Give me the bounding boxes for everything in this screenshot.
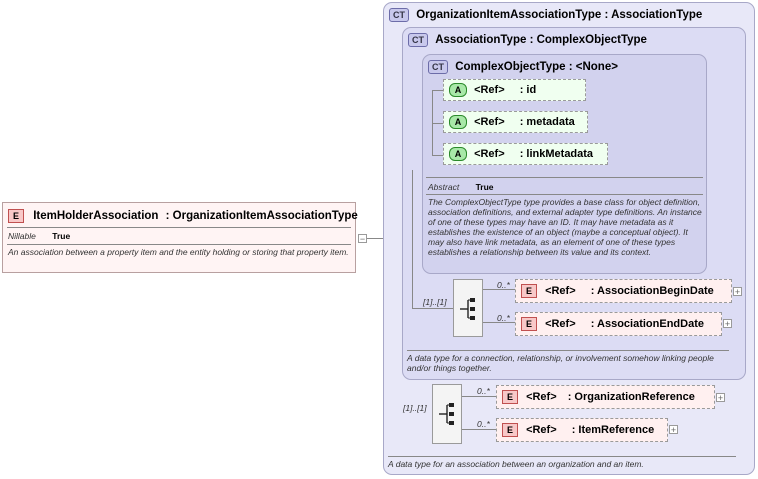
- middle-sequence-multiplicity: [1]..[1]: [423, 297, 447, 307]
- complex-type-badge-icon: CT: [428, 60, 448, 74]
- cardinality-label: 0..*: [477, 419, 490, 429]
- root-element-box[interactable]: E ItemHolderAssociation : OrganizationIt…: [2, 202, 358, 273]
- attribute-ref: <Ref>: [474, 148, 505, 160]
- root-element-description: An association between a property item a…: [8, 247, 349, 257]
- attribute-badge-icon: A: [449, 83, 467, 97]
- attribute-name: : metadata: [519, 116, 575, 128]
- attribute-name: : linkMetadata: [519, 148, 594, 160]
- outer-sequence-compositor-icon[interactable]: [432, 384, 462, 444]
- element-ref: <Ref>: [526, 391, 557, 403]
- collapse-toggle[interactable]: −: [358, 234, 367, 244]
- attribute-id[interactable]: A <Ref> : id: [443, 79, 586, 101]
- element-association-end-date[interactable]: E <Ref> : AssociationEndDate: [515, 312, 722, 336]
- abstract-value: True: [475, 182, 494, 192]
- outer-type-title: OrganizationItemAssociationType : Associ…: [416, 9, 703, 21]
- abstract-label: Abstract: [428, 182, 460, 192]
- middle-type-title: AssociationType : ComplexObjectType: [435, 34, 647, 46]
- outer-sequence-multiplicity: [1]..[1]: [403, 403, 427, 413]
- nillable-label: Nillable: [8, 231, 36, 241]
- element-association-begin-date[interactable]: E <Ref> : AssociationBeginDate: [515, 279, 732, 303]
- expand-organization-reference[interactable]: +: [716, 393, 725, 403]
- expand-item-reference[interactable]: +: [669, 425, 678, 435]
- element-name: : AssociationBeginDate: [590, 285, 714, 297]
- root-element-type: : OrganizationItemAssociationType: [165, 210, 358, 222]
- outer-type-description: A data type for an association between a…: [388, 459, 644, 469]
- cardinality-label: 0..*: [497, 280, 510, 290]
- complex-type-badge-icon: CT: [408, 33, 428, 47]
- element-ref: <Ref>: [526, 424, 557, 436]
- inner-type-description: The ComplexObjectType type provides a ba…: [428, 197, 702, 257]
- element-badge-icon: E: [521, 284, 537, 298]
- element-ref: <Ref>: [545, 285, 576, 297]
- attribute-ref: <Ref>: [474, 116, 505, 128]
- complex-type-badge-icon: CT: [389, 8, 409, 22]
- root-element-name: ItemHolderAssociation: [33, 210, 159, 222]
- nillable-value: True: [52, 231, 71, 241]
- cardinality-label: 0..*: [497, 313, 510, 323]
- element-organization-reference[interactable]: E <Ref> : OrganizationReference: [496, 385, 715, 409]
- element-name: : AssociationEndDate: [590, 318, 704, 330]
- middle-sequence-compositor-icon[interactable]: [453, 279, 483, 337]
- middle-type-description: A data type for a connection, relationsh…: [407, 353, 714, 373]
- attribute-ref: <Ref>: [474, 84, 505, 96]
- inner-type-title: ComplexObjectType : <None>: [455, 61, 618, 73]
- cardinality-label: 0..*: [477, 386, 490, 396]
- attribute-link-metadata[interactable]: A <Ref> : linkMetadata: [443, 143, 608, 165]
- attribute-name: : id: [519, 84, 537, 96]
- element-badge-icon: E: [521, 317, 537, 331]
- element-item-reference[interactable]: E <Ref> : ItemReference: [496, 418, 668, 442]
- attribute-badge-icon: A: [449, 147, 467, 161]
- attribute-badge-icon: A: [449, 115, 467, 129]
- element-name: : OrganizationReference: [567, 391, 695, 403]
- element-name: : ItemReference: [571, 424, 655, 436]
- element-badge-icon: E: [502, 390, 518, 404]
- element-ref: <Ref>: [545, 318, 576, 330]
- element-badge-icon: E: [8, 209, 24, 223]
- element-badge-icon: E: [502, 423, 518, 437]
- attribute-metadata[interactable]: A <Ref> : metadata: [443, 111, 588, 133]
- expand-association-end-date[interactable]: +: [723, 319, 732, 329]
- expand-association-begin-date[interactable]: +: [733, 287, 742, 297]
